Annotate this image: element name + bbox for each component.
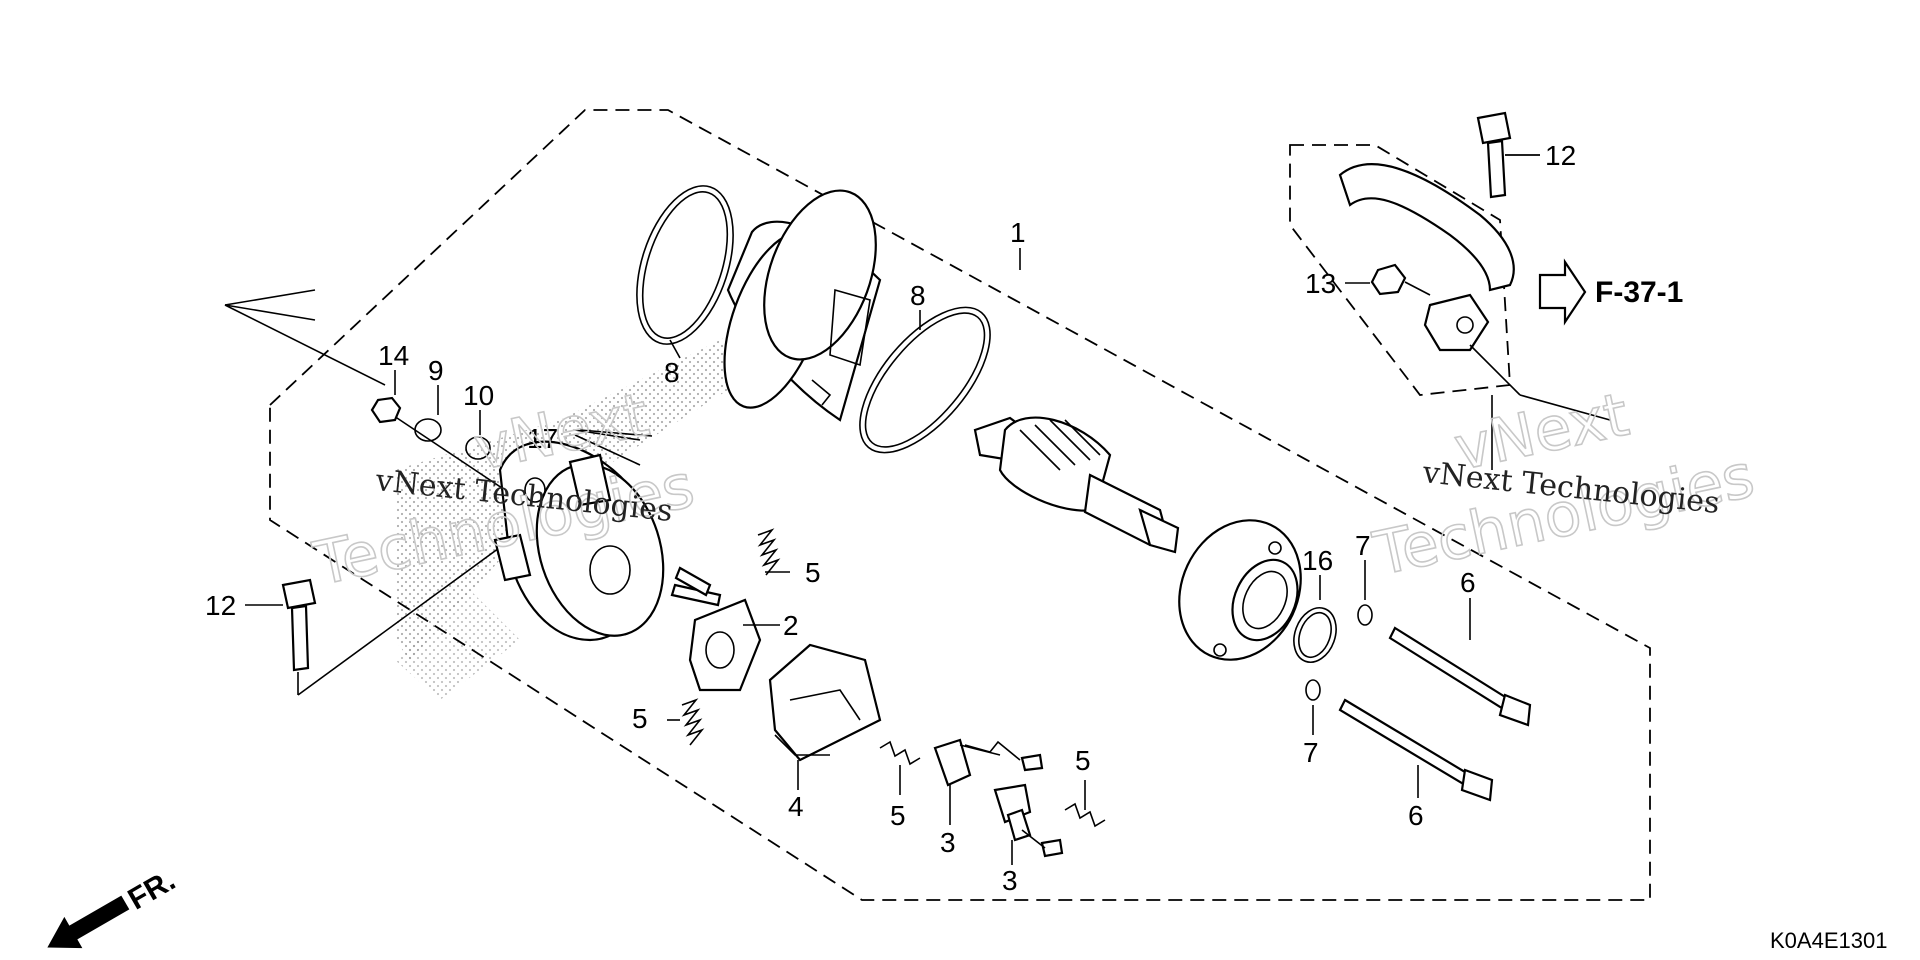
long-bolt-6-top	[1388, 626, 1532, 727]
o-ring-8-left	[636, 185, 734, 345]
nut-13	[1370, 263, 1407, 296]
callout-17: 17	[527, 423, 558, 454]
spring-5-top	[757, 528, 781, 576]
brush-holder-4	[768, 643, 882, 762]
callout-7-top: 7	[1355, 530, 1371, 561]
brush-3-lower	[993, 783, 1032, 842]
callout-14: 14	[378, 340, 409, 371]
callout-5-top: 5	[805, 557, 821, 588]
bolt-12-left	[281, 578, 317, 672]
front-cover	[1178, 519, 1302, 661]
brush-holder-2	[670, 583, 762, 692]
drawing-code: K0A4E1301	[1770, 928, 1887, 953]
callout-labels: 1 8 8 2 5 5 4 5 3 3 5 6 6 7 7 16 12 13 1…	[205, 140, 1576, 896]
assembly-boundary	[269, 109, 1651, 901]
callout-5-center: 5	[890, 800, 906, 831]
front-arrow-icon	[47, 895, 130, 949]
front-marker-label: FR.	[123, 864, 181, 917]
callout-9: 9	[428, 355, 444, 386]
callout-12-left: 12	[205, 590, 236, 621]
callout-5-right: 5	[1075, 745, 1091, 776]
callout-2: 2	[783, 610, 799, 641]
pointer-lines-left	[224, 289, 653, 696]
nut-14	[370, 396, 402, 424]
callout-6-top: 6	[1460, 567, 1476, 598]
callout-5-left: 5	[632, 703, 648, 734]
brush-3-upper	[933, 738, 1001, 787]
spring-5-right	[1064, 802, 1106, 828]
rear-cover	[493, 440, 665, 642]
washer-9	[414, 418, 442, 442]
callout-7-bottom: 7	[1303, 737, 1319, 768]
o-ring-8-right	[859, 306, 991, 454]
callout-8-right: 8	[910, 280, 926, 311]
stipple-shading	[395, 330, 760, 700]
callout-1: 1	[1010, 217, 1026, 248]
callout-8-left: 8	[664, 357, 680, 388]
bush-10	[465, 436, 491, 460]
front-direction-marker: FR.	[47, 864, 181, 949]
watermark-right: vNext Technologies vNext Technologies	[1367, 379, 1761, 591]
starter-cable	[1338, 163, 1515, 352]
small-screw-lower	[1040, 838, 1064, 858]
callout-10: 10	[463, 380, 494, 411]
washer-7-top	[1357, 604, 1373, 626]
long-bolt-6-bottom	[1338, 698, 1494, 802]
terminal-stud	[674, 566, 712, 597]
callout-12-right: 12	[1545, 140, 1576, 171]
washer-7-bottom	[1305, 679, 1321, 701]
o-ring-16	[1293, 607, 1337, 663]
callout-16: 16	[1302, 545, 1333, 576]
callout-6-bottom: 6	[1408, 800, 1424, 831]
callout-3-lower: 3	[1002, 865, 1018, 896]
callout-13: 13	[1305, 268, 1336, 299]
reference-arrow-icon	[1538, 258, 1587, 326]
spring-5-center	[879, 740, 921, 766]
armature	[973, 416, 1180, 554]
reference-label: F-37-1	[1595, 276, 1683, 309]
callout-4: 4	[788, 791, 804, 822]
spring-5-left	[681, 698, 705, 746]
callout-3-upper: 3	[940, 827, 956, 858]
motor-yoke-housing	[723, 189, 882, 422]
small-screw-upper	[1020, 753, 1044, 772]
bolt-12-right	[1476, 111, 1512, 199]
callout-leaders	[245, 154, 1540, 865]
